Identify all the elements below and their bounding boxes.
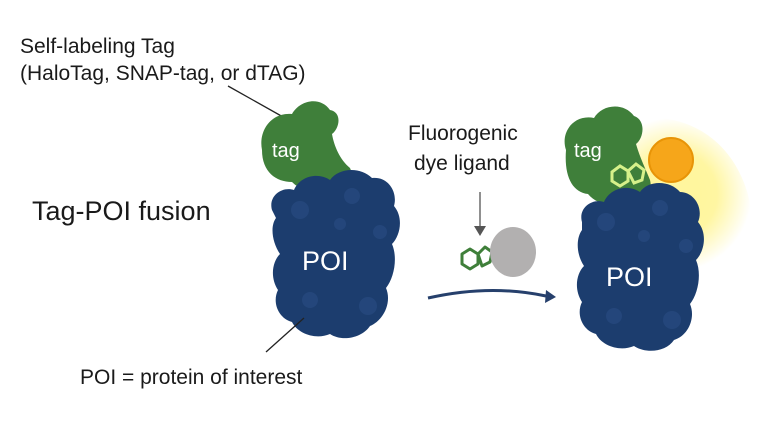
left-poi-text: POI bbox=[302, 246, 349, 276]
reaction-arrow bbox=[427, 288, 547, 300]
fluorophore-circle bbox=[648, 137, 694, 183]
right-poi-text: POI bbox=[606, 262, 653, 292]
poi-pointer-line bbox=[265, 317, 305, 353]
left-tag-text: tag bbox=[272, 140, 300, 162]
left-poi-texture bbox=[291, 188, 387, 315]
tag-options-label: (HaloTag, SNAP-tag, or dTAG) bbox=[20, 62, 306, 85]
left-tag-shape bbox=[261, 101, 352, 193]
right-poi-texture bbox=[597, 200, 693, 329]
dye-label-line1: Fluorogenic bbox=[408, 122, 518, 145]
dye-arrowhead bbox=[474, 226, 486, 236]
dye-label-line2: dye ligand bbox=[414, 152, 510, 175]
reaction-arrowhead bbox=[545, 290, 556, 303]
right-tag-text: tag bbox=[574, 140, 602, 162]
bound-ligand-icon bbox=[610, 162, 646, 188]
fusion-label: Tag-POI fusion bbox=[32, 196, 211, 226]
poi-definition-label: POI = protein of interest bbox=[80, 366, 303, 389]
dye-quencher-circle bbox=[490, 227, 536, 277]
tag-name-label: Self-labeling Tag bbox=[20, 35, 175, 58]
